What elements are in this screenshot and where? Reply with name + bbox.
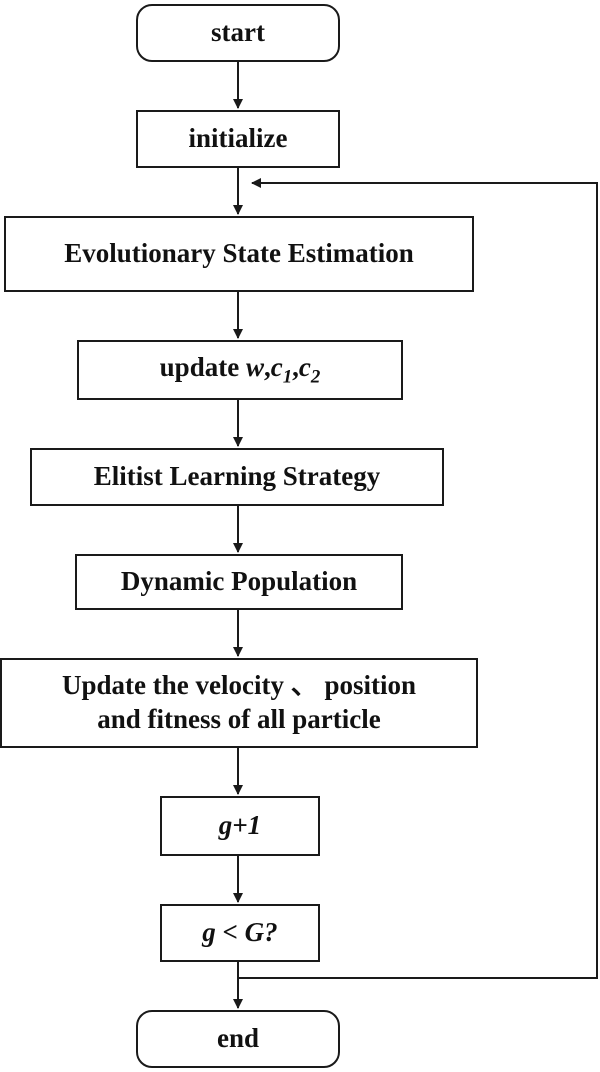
- update-particle-line2: and fitness of all particle: [97, 704, 381, 734]
- initialize-node: initialize: [136, 110, 340, 168]
- update-prefix: update: [159, 351, 246, 382]
- param-c1: c: [270, 351, 283, 382]
- update-params-label: update w,c1,c2: [160, 351, 321, 389]
- ese-label: Evolutionary State Estimation: [64, 238, 414, 269]
- increment-node: g+1: [160, 796, 320, 856]
- param-c2: c: [298, 351, 311, 382]
- els-label: Elitist Learning Strategy: [93, 461, 381, 492]
- condition-node: g < G?: [160, 904, 320, 962]
- update-parameters-node: update w,c1,c2: [77, 340, 403, 400]
- end-node: end: [136, 1010, 340, 1068]
- start-label: start: [211, 17, 265, 48]
- initialize-label: initialize: [188, 123, 288, 154]
- update-particle-line1: Update the velocity 、 position: [62, 670, 416, 701]
- increment-label: g+1: [218, 810, 262, 841]
- update-particle-node: Update the velocity 、 position and fitne…: [0, 658, 478, 748]
- start-node: start: [136, 4, 340, 62]
- param-w: w: [245, 351, 264, 382]
- end-label: end: [216, 1023, 260, 1054]
- condition-label: g < G?: [202, 917, 278, 948]
- elitist-learning-strategy-node: Elitist Learning Strategy: [30, 448, 444, 506]
- param-separator-2: ,: [292, 351, 299, 382]
- dynamic-population-node: Dynamic Population: [75, 554, 403, 610]
- loop-back-connector: [238, 182, 598, 979]
- evolutionary-state-estimation-node: Evolutionary State Estimation: [4, 216, 474, 292]
- param-separator-1: ,: [263, 351, 271, 382]
- param-c2-subscript: 2: [310, 366, 321, 388]
- param-c1-subscript: 1: [282, 366, 293, 388]
- dynamic-label: Dynamic Population: [120, 566, 358, 597]
